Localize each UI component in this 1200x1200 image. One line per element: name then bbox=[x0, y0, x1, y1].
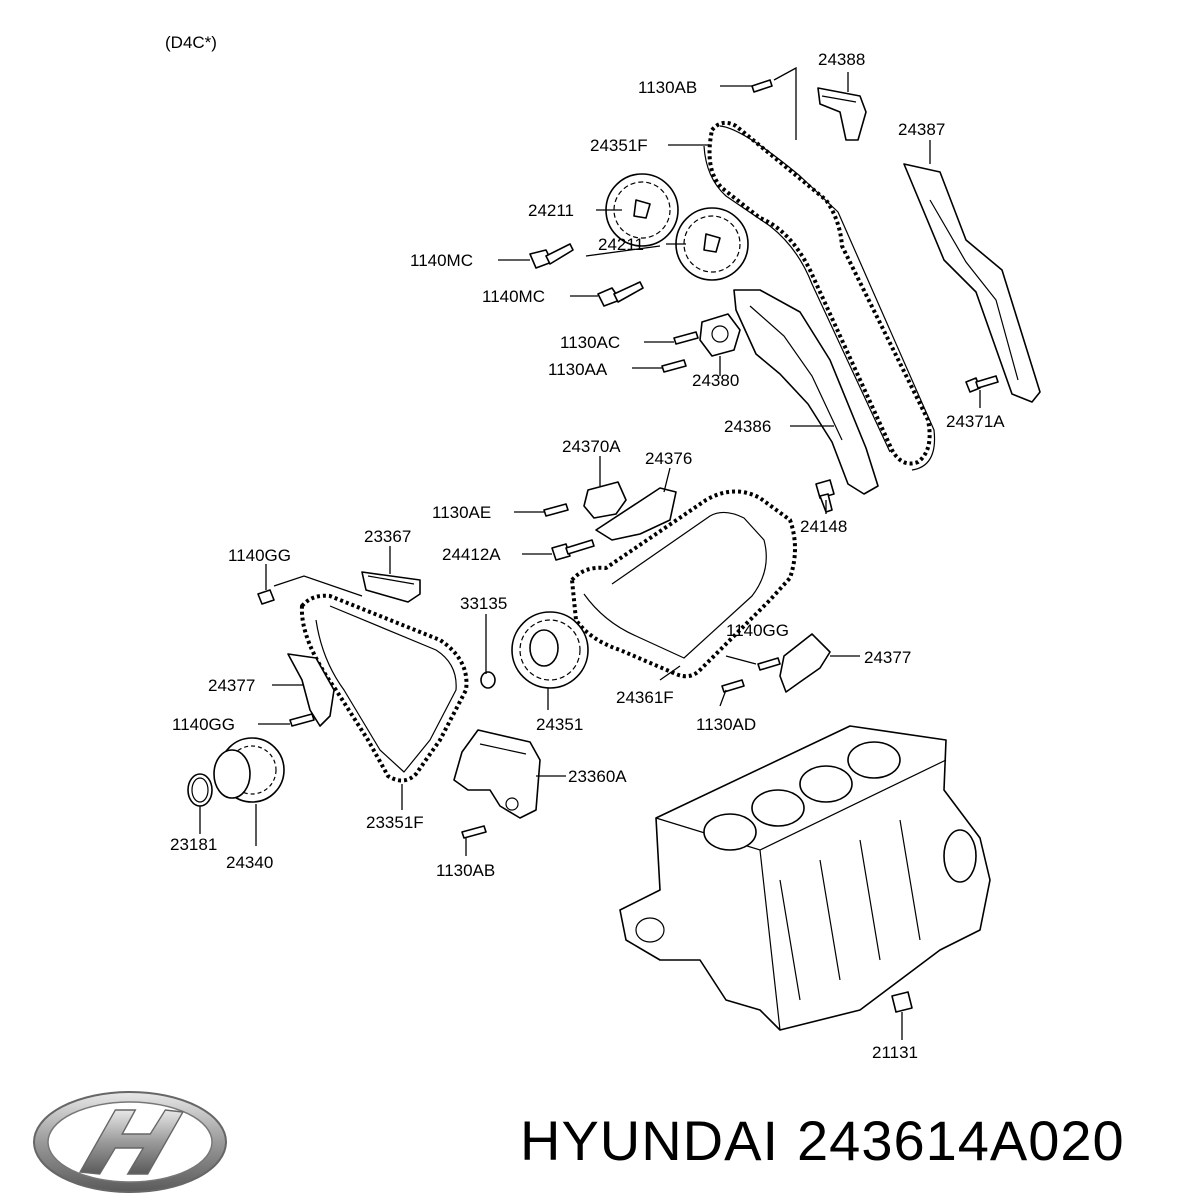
label-24386: 24386 bbox=[724, 417, 771, 436]
label-23367: 23367 bbox=[364, 527, 411, 546]
bolt-1140gg-top bbox=[257, 589, 275, 605]
brand-name: HYUNDAI bbox=[520, 1109, 780, 1172]
hyundai-logo-icon bbox=[33, 1091, 227, 1193]
label-24377-right: 24377 bbox=[864, 648, 911, 667]
plug-21131 bbox=[891, 991, 913, 1013]
o-ring-23181 bbox=[187, 773, 213, 807]
label-1140mc-lower: 1140MC bbox=[482, 287, 545, 306]
chain-guide-24386 bbox=[733, 289, 879, 495]
bolt-1130ae bbox=[543, 503, 569, 517]
bracket-23360a bbox=[453, 729, 541, 819]
label-1130ab-lower: 1130AB bbox=[436, 861, 495, 880]
label-24380: 24380 bbox=[692, 371, 739, 390]
label-1130ae: 1130AE bbox=[432, 503, 491, 522]
bolt-1130ad bbox=[721, 679, 745, 693]
label-24361f: 24361F bbox=[616, 688, 674, 707]
cylinder-block bbox=[619, 725, 991, 1031]
part-labels: 24388 1130AB 24387 24351F 24211 1140MC 2… bbox=[170, 50, 1005, 1062]
label-1140gg-left: 1140GG bbox=[172, 715, 235, 734]
bolt-24148 bbox=[815, 479, 835, 513]
label-23351f: 23351F bbox=[366, 813, 424, 832]
crank-sprocket-24340 bbox=[213, 737, 285, 803]
label-1130ac: 1130AC bbox=[560, 333, 620, 352]
brand-part-number: HYUNDAI 243614A020 bbox=[520, 1108, 1143, 1173]
tension-lever-24387 bbox=[903, 163, 1041, 403]
label-24371a: 24371A bbox=[946, 412, 1005, 431]
bolt-1130ab-lower bbox=[461, 825, 487, 839]
bolt-24412a bbox=[551, 539, 595, 561]
label-21131: 21131 bbox=[872, 1043, 918, 1062]
tensioner-24370a bbox=[583, 481, 627, 519]
timing-chain-23351f bbox=[299, 593, 469, 783]
tensioner-24380 bbox=[699, 313, 741, 357]
label-1130ad: 1130AD bbox=[696, 715, 756, 734]
label-1140gg-right: 1140GG bbox=[726, 621, 789, 640]
chain-guide-23367 bbox=[361, 571, 421, 603]
bolt-1140mc-upper bbox=[529, 243, 574, 269]
bolt-1140gg-left bbox=[289, 713, 315, 727]
label-24370a: 24370A bbox=[562, 437, 621, 456]
label-24351f: 24351F bbox=[590, 136, 648, 155]
label-24211-lower: 24211 bbox=[598, 235, 644, 254]
bolt-1140gg-right bbox=[757, 657, 781, 671]
label-33135: 33135 bbox=[460, 594, 507, 613]
label-24148: 24148 bbox=[800, 517, 847, 536]
chain-guide-24388 bbox=[817, 87, 867, 141]
bolt-24371a bbox=[965, 375, 999, 393]
bolt-1130ac bbox=[673, 331, 699, 345]
leader-lines bbox=[199, 66, 981, 1040]
label-1140mc-upper: 1140MC bbox=[410, 251, 473, 270]
sprocket-24351 bbox=[511, 611, 589, 689]
tension-lever-24376 bbox=[595, 487, 677, 541]
washer-33135 bbox=[480, 671, 496, 689]
label-24351: 24351 bbox=[536, 715, 583, 734]
label-24340: 24340 bbox=[226, 853, 273, 872]
timing-chain-24361f bbox=[570, 489, 797, 679]
label-24388: 24388 bbox=[818, 50, 865, 69]
timing-chain-24351f bbox=[703, 120, 936, 471]
label-23360a: 23360A bbox=[568, 767, 627, 786]
camshaft-sprocket-upper bbox=[605, 173, 679, 247]
bolt-1130aa bbox=[661, 359, 687, 373]
bolt-1140mc-lower bbox=[597, 281, 644, 307]
label-23181: 23181 bbox=[170, 835, 217, 854]
label-24376: 24376 bbox=[645, 449, 692, 468]
label-24412a: 24412A bbox=[442, 545, 501, 564]
camshaft-sprocket-lower bbox=[675, 207, 749, 281]
label-24377-left: 24377 bbox=[208, 676, 255, 695]
part-number: 243614A020 bbox=[797, 1109, 1125, 1172]
bolt-1130ab-upper bbox=[751, 79, 773, 93]
engine-code-label: (D4C*) bbox=[165, 33, 217, 52]
label-24387: 24387 bbox=[898, 120, 945, 139]
label-24211-upper: 24211 bbox=[528, 201, 574, 220]
label-1130ab-upper: 1130AB bbox=[638, 78, 697, 97]
chain-guide-24377-right bbox=[779, 633, 831, 693]
label-1140gg-top: 1140GG bbox=[228, 546, 291, 565]
label-1130aa: 1130AA bbox=[548, 360, 608, 379]
